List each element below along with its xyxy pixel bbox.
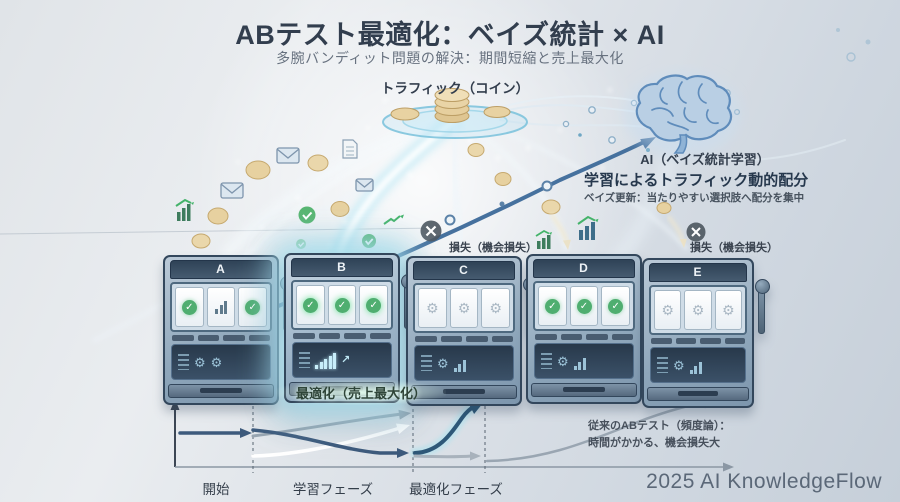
envelope-icon [220, 182, 244, 199]
slot-machine-a: A ✓ ✓ ⚙⚙ [163, 255, 295, 405]
machine-label: E [649, 263, 747, 282]
machine-reels: ✓ ✓ [170, 282, 272, 332]
coin-stack-icon [434, 88, 470, 123]
rising-chart-icon [573, 352, 586, 370]
document-icon [342, 139, 358, 159]
loss-label-left: 損失（機会損失） [449, 242, 537, 254]
check-icon: ✓ [181, 299, 197, 315]
slot-machine-c: C ⚙ ⚙ ⚙ ⚙ [406, 256, 538, 406]
traditional-note-line1: 従来のABテスト（頻度論）： [588, 420, 731, 432]
check-icon: ✓ [608, 298, 624, 314]
check-icon: ✓ [544, 298, 560, 314]
envelope-icon [276, 147, 300, 164]
allocation-note: ベイズ更新：当たりやすい選択肢へ配分を集中 [584, 192, 805, 204]
machine-buttons [651, 338, 745, 344]
loss-x-icon [686, 222, 706, 242]
slot-machine-e: E ⚙ ⚙ ⚙ ⚙ [642, 258, 770, 408]
gear-icon: ⚙ [194, 354, 206, 370]
bar-chart-icon [215, 300, 227, 314]
gear-icon: ⚙ [661, 302, 674, 318]
timeline-optimization-label: 最適化フェーズ [409, 482, 503, 497]
timeline-start-label: 開始 [202, 482, 230, 497]
machine-base [647, 387, 749, 401]
timeline-learning-label: 学習フェーズ [292, 482, 374, 497]
machine-reels: ⚙ ⚙ ⚙ [413, 283, 515, 333]
gear-icon: ⚙ [437, 355, 449, 371]
envelope-icon [355, 178, 374, 192]
gear-icon: ⚙ [673, 357, 685, 373]
check-icon: ✓ [576, 298, 592, 314]
rising-chart-icon [689, 356, 702, 374]
machine-buttons [535, 334, 633, 340]
machine-screen: ⚙ [534, 343, 634, 379]
machine-screen: ⚙⚙ [171, 344, 271, 380]
allocation-down-arrows [549, 212, 687, 250]
allocation-title: 学習によるトラフィック動的配分 [584, 172, 809, 189]
machine-buttons [172, 335, 270, 341]
gear-icon: ⚙ [489, 300, 502, 316]
machine-base [168, 384, 274, 398]
traditional-note-line2: 時間がかかる、機会損失大 [588, 437, 720, 449]
growth-chart-icon [535, 229, 552, 249]
machine-base [531, 383, 637, 397]
check-circle-icon [298, 206, 316, 224]
up-arrow-icon: ↗ [341, 353, 351, 366]
gear-icon: ⚙ [426, 300, 439, 316]
coin-icon [390, 107, 420, 121]
gear-icon: ⚙ [691, 302, 705, 318]
check-icon: ✓ [245, 299, 261, 315]
slot-machine-b: B ✓ ✓ ✓ ↗ [284, 253, 416, 403]
growth-chart-icon [175, 198, 194, 221]
watermark: 2025 AI KnowledgeFlow [646, 470, 882, 493]
machine-label: A [170, 260, 272, 279]
slot-machine-d: D ✓ ✓ ✓ ⚙ [526, 254, 658, 404]
machine-reels: ✓ ✓ ✓ [533, 281, 635, 331]
optimized-label: 最適化（売上最大化） [276, 380, 446, 405]
check-icon: ✓ [302, 297, 318, 313]
machine-screen: ⚙ [414, 345, 514, 381]
growth-chart-icon [577, 215, 599, 240]
learning-curve-dark [251, 428, 402, 455]
timeline-curves [178, 399, 715, 463]
machine-label: D [533, 259, 635, 278]
traffic-coin-platform [382, 88, 528, 139]
lever-icon [754, 279, 770, 334]
gear-icon: ⚙ [457, 300, 471, 316]
growth-arrow-icon [383, 214, 404, 225]
coin-icon [483, 106, 511, 118]
traffic-streams [92, 95, 846, 343]
gear-icon: ⚙ [210, 354, 223, 370]
rising-chart-icon [315, 351, 336, 369]
check-icon: ✓ [334, 297, 350, 313]
traffic-label: トラフィック（コイン） [380, 81, 530, 96]
rising-chart-icon [453, 354, 466, 372]
machine-label: C [413, 261, 515, 280]
machine-screen: ⚙ [650, 347, 746, 383]
ai-brain-icon [624, 72, 740, 156]
traditional-abtest-note: 従来のABテスト（頻度論）： 時間がかかる、機会損失大 [588, 418, 730, 452]
learning-curve-white [251, 426, 402, 458]
flat-curve-gray [413, 454, 474, 459]
loss-label-right: 損失（機会損失） [690, 242, 778, 254]
machine-label: B [291, 258, 393, 277]
falling-coins [191, 143, 672, 249]
machine-reels: ✓ ✓ ✓ [291, 280, 393, 330]
machine-buttons [415, 336, 513, 342]
machine-buttons [293, 333, 391, 339]
gear-icon: ⚙ [557, 353, 569, 369]
page-subtitle: 多腕バンディット問題の解決：期間短縮と売上最大化 [276, 50, 624, 66]
machine-screen: ↗ [292, 342, 392, 378]
machine-reels: ⚙ ⚙ ⚙ [649, 285, 747, 335]
gear-icon: ⚙ [722, 302, 735, 318]
page-title: ABテスト最適化：ベイズ統計 × AI [235, 20, 665, 50]
check-icon: ✓ [366, 297, 382, 313]
envelope-icons [220, 147, 374, 199]
ai-label: AI（ベイズ統計学習） [640, 152, 770, 167]
